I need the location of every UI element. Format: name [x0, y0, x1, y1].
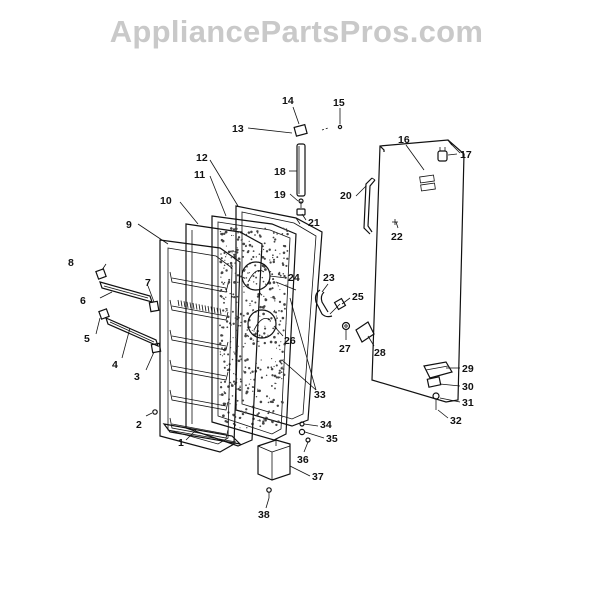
callout-37: 37 [312, 471, 324, 483]
callout-27: 27 [339, 343, 351, 355]
callout-2: 2 [136, 419, 142, 431]
callout-labels: 1 2 3 4 5 6 7 8 9 10 11 12 13 14 15 16 1… [68, 95, 474, 521]
door-lock [314, 289, 347, 318]
cutout-lower [247, 309, 277, 339]
shelf-bar-lower [98, 308, 162, 354]
callout-4: 4 [112, 359, 118, 371]
callout-36: 36 [297, 454, 309, 466]
callout-19: 19 [274, 189, 286, 201]
top-hinge-parts [293, 123, 343, 216]
callout-34: 34 [320, 419, 332, 431]
callout-13: 13 [232, 123, 244, 135]
top-hinge-cap [437, 147, 448, 162]
outer-door-panel [371, 139, 465, 403]
callout-35: 35 [326, 433, 338, 445]
callout-17: 17 [460, 149, 472, 161]
callout-8: 8 [68, 257, 74, 269]
cutout-upper [241, 261, 271, 291]
callout-29: 29 [462, 363, 474, 375]
callout-22: 22 [391, 231, 403, 243]
lock-cover [355, 321, 375, 343]
callout-33: 33 [314, 389, 326, 401]
callout-24: 24 [288, 272, 300, 284]
bottom-hinge [423, 361, 453, 410]
door-gasket [235, 205, 323, 427]
callout-18: 18 [274, 166, 286, 178]
callout-30: 30 [462, 381, 474, 393]
inner-liner [185, 223, 263, 447]
callout-6: 6 [80, 295, 86, 307]
callout-38: 38 [258, 509, 270, 521]
bottom-bracket [257, 439, 291, 481]
callout-9: 9 [126, 219, 132, 231]
callout-7: 7 [145, 277, 151, 289]
callout-26: 26 [284, 335, 296, 347]
shelf-bar-upper [95, 268, 160, 313]
callout-15: 15 [333, 97, 345, 109]
callout-31: 31 [462, 397, 474, 409]
callout-10: 10 [160, 195, 172, 207]
callout-11: 11 [194, 169, 205, 181]
leader-lines [95, 106, 461, 509]
callout-14: 14 [282, 95, 294, 107]
callout-16: 16 [398, 134, 410, 146]
screw-2 [145, 409, 158, 417]
foam-insulation [211, 215, 297, 441]
bottom-trim [162, 423, 242, 445]
callout-1: 1 [178, 437, 184, 449]
door-handle [363, 177, 376, 235]
callout-28: 28 [374, 347, 386, 359]
callout-25: 25 [352, 291, 364, 303]
callout-23: 23 [323, 272, 335, 284]
door-shelf-frame [159, 239, 241, 453]
callout-20: 20 [340, 190, 352, 202]
callout-5: 5 [84, 333, 90, 345]
screw-38 [266, 487, 272, 498]
lock-washer [341, 321, 351, 331]
callout-12: 12 [196, 152, 208, 164]
callout-3: 3 [134, 371, 140, 383]
callout-32: 32 [450, 415, 462, 427]
callout-21: 21 [308, 217, 320, 229]
watermark-text: AppliancePartsPros.com [109, 14, 484, 49]
